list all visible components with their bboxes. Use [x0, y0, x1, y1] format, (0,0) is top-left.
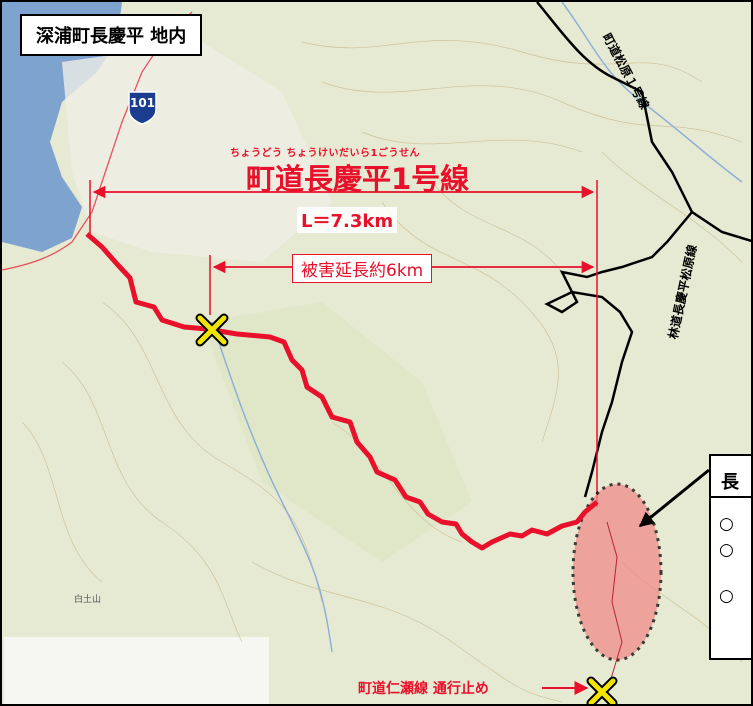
route-name-ruby: ちょうどう ちょうけいだいら1ごうせん: [230, 148, 420, 159]
mountain-label: 白土山: [74, 595, 102, 605]
cross-marker-icon: [195, 313, 229, 347]
route-shield-icon: [128, 91, 157, 125]
route-name: 町道長慶平1号線: [246, 162, 470, 196]
road-matsubara-1: [536, 2, 751, 243]
closure-label: 町道仁瀬線 通行止め: [358, 681, 489, 697]
route-length: L＝7.3km: [297, 207, 398, 233]
info-bullet: ○: [719, 540, 734, 560]
rivers: [211, 2, 743, 653]
info-bullet: ○: [719, 514, 734, 534]
callout-arrow-icon: [638, 468, 710, 528]
road-chokeidaira-matsubara: [544, 211, 693, 498]
info-bullet: ○: [719, 586, 734, 606]
info-box-title: 長: [711, 456, 751, 498]
route-shield-number: 101: [129, 96, 156, 110]
route-chokeidaira-1: [85, 232, 599, 551]
blank-area: [4, 637, 269, 704]
map-title: 深浦町長慶平 地内: [20, 14, 203, 56]
info-box: 長 ○ ○ ○: [709, 454, 751, 660]
zone-road: [606, 521, 623, 693]
contour-lines: [21, 40, 743, 703]
damage-extent-label: 被害延長約6km: [292, 254, 433, 283]
coastal-road: [2, 11, 193, 271]
cross-marker-icon: [586, 676, 618, 704]
